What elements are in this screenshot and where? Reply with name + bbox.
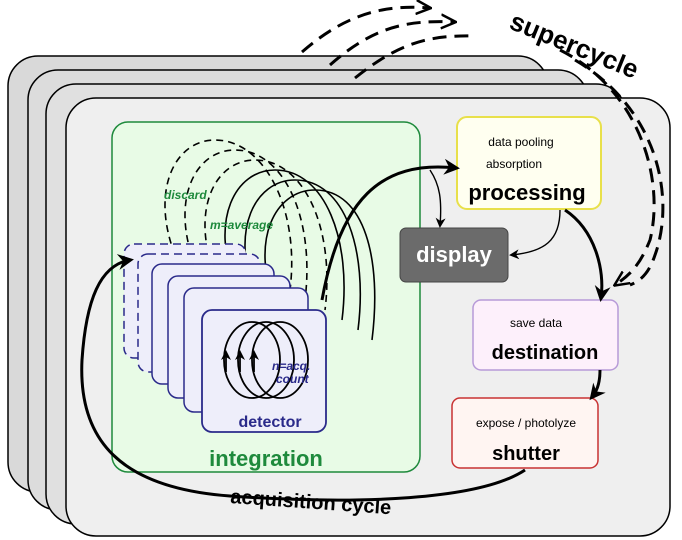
detector-stack bbox=[123, 243, 327, 433]
arrow-to-display-1 bbox=[429, 169, 446, 228]
supercycle-arcs bbox=[301, 7, 665, 285]
average-label: m=average bbox=[210, 218, 273, 232]
arrow-to-display-2 bbox=[509, 209, 561, 260]
destination-box bbox=[472, 299, 619, 371]
destination-title: destination bbox=[492, 342, 599, 364]
processing-line2: absorption bbox=[486, 157, 542, 171]
shutter-box bbox=[451, 397, 599, 469]
shutter-title: shutter bbox=[492, 443, 560, 465]
processing-line1: data pooling bbox=[488, 135, 553, 149]
discard-label: discard bbox=[164, 188, 207, 202]
flow-arrows bbox=[80, 158, 611, 502]
shutter-subtitle: expose / photolyze bbox=[476, 416, 576, 430]
arrow-to-destination bbox=[564, 208, 611, 302]
processing-title: processing bbox=[468, 180, 585, 205]
count-label-1: n=acq. bbox=[272, 359, 310, 373]
detector-box bbox=[201, 309, 327, 433]
display-box bbox=[399, 227, 509, 283]
detector-label: detector bbox=[238, 414, 301, 431]
arrow-to-processing bbox=[320, 158, 460, 301]
detector-coil bbox=[221, 321, 309, 399]
destination-subtitle: save data bbox=[510, 316, 562, 330]
acquisition-cycle-arrow bbox=[80, 254, 526, 502]
count-label-2: count bbox=[276, 372, 310, 386]
average-loops bbox=[164, 139, 376, 341]
integration-label: integration bbox=[209, 446, 323, 471]
arrow-to-shutter bbox=[589, 369, 606, 401]
display-title: display bbox=[416, 242, 493, 267]
